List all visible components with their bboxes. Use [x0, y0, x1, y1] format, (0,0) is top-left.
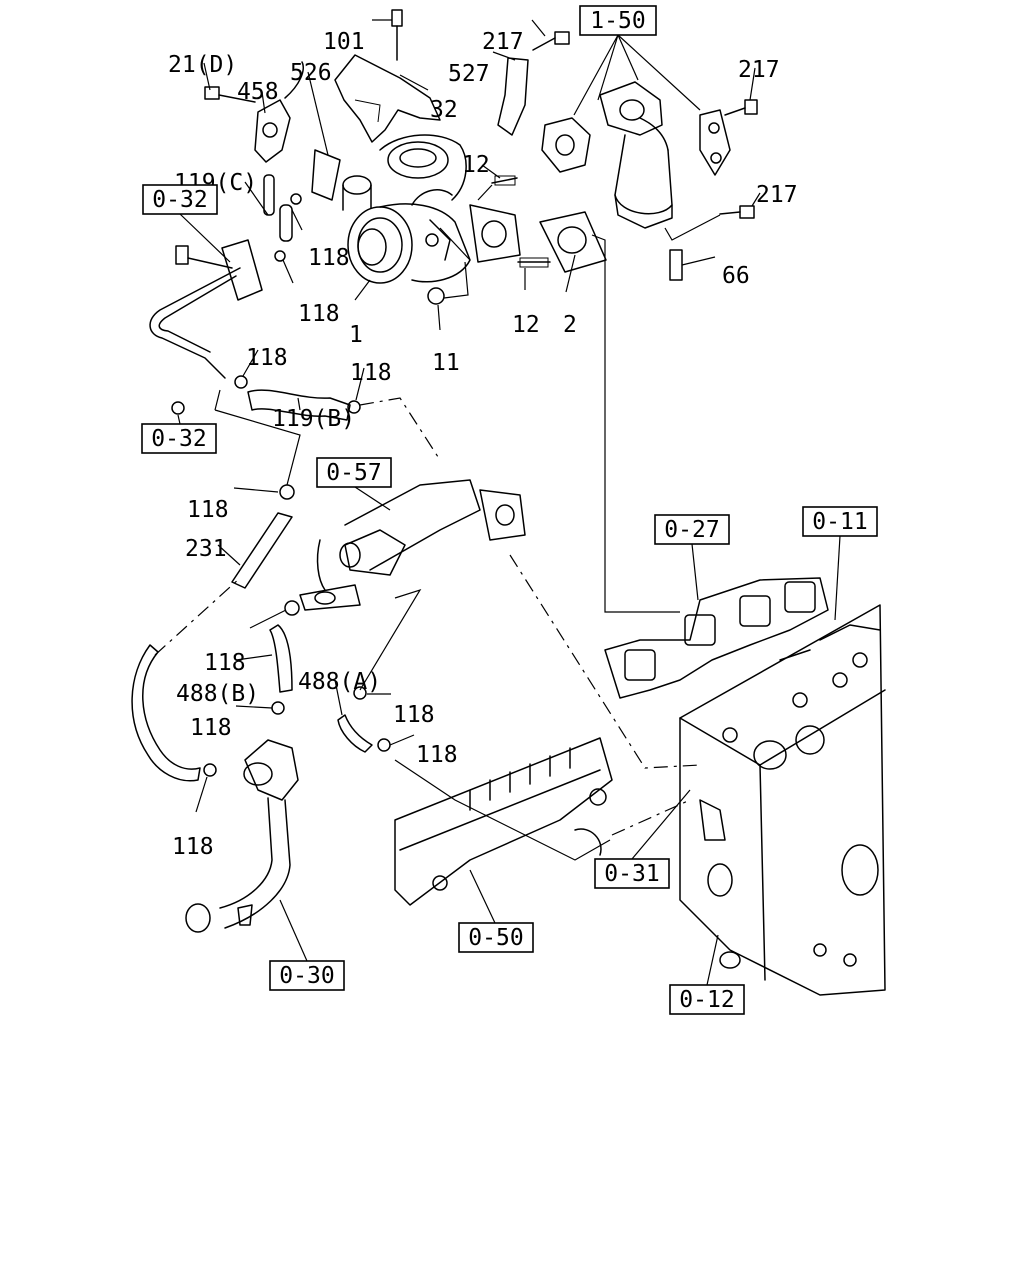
callout-c231: 231	[185, 536, 227, 562]
callout-c118f: 118	[204, 650, 246, 676]
callout-c32: 32	[430, 97, 458, 123]
oil-cooler	[394, 737, 613, 906]
nut-11	[427, 287, 445, 305]
reference-box	[141, 423, 217, 454]
reference-box	[142, 184, 218, 215]
callout-c11: 11	[432, 350, 460, 376]
turbocharger	[342, 134, 521, 284]
callout-c21d: 21(D)	[168, 52, 237, 78]
reference-label: 0-57	[326, 460, 381, 486]
reference-label: 0-31	[604, 861, 659, 887]
reference-label: 0-11	[812, 509, 867, 535]
callout-c12b: 12	[512, 312, 540, 338]
reference-label: 0-32	[152, 187, 207, 213]
gasket-2	[539, 211, 607, 273]
reference-boxes: 1-50 0-32 0-32 0-57 0-27 0-11 0-31 0-50 0-30 0-12	[141, 5, 878, 1015]
callout-c217c: 217	[756, 182, 798, 208]
stud-66	[669, 249, 683, 281]
exhaust-catalyst	[599, 81, 731, 229]
callout-c101: 101	[323, 29, 365, 55]
reference-box	[654, 514, 730, 545]
reference-box	[594, 858, 670, 889]
bracket-527	[497, 57, 529, 136]
reference-box	[669, 984, 745, 1015]
gasket-flange	[541, 117, 591, 173]
reference-r012: 0-12	[669, 984, 745, 1015]
callout-c118a: 118	[308, 245, 350, 271]
reference-r050: 0-50	[458, 922, 534, 953]
reference-label: 0-27	[664, 517, 719, 543]
reference-box	[316, 457, 392, 488]
callout-c2: 2	[563, 312, 577, 338]
bolt-101	[391, 9, 403, 61]
oil-return-pipe	[149, 267, 241, 379]
callout-c526: 526	[290, 60, 332, 86]
reference-box	[458, 922, 534, 953]
hose-488b	[269, 624, 293, 693]
callout-c12a: 12	[462, 152, 490, 178]
reference-r150: 1-50	[579, 5, 657, 36]
reference-label: 0-12	[679, 987, 734, 1013]
callout-c118d: 118	[350, 360, 392, 386]
reference-r032a: 0-32	[142, 184, 218, 215]
callout-c118j: 118	[172, 834, 214, 860]
callout-c118g: 118	[393, 702, 435, 728]
leader-lines	[177, 19, 841, 986]
callout-c217a: 217	[482, 29, 524, 55]
reference-label: 0-30	[279, 963, 334, 989]
callout-c118c: 118	[246, 345, 288, 371]
reference-box	[579, 5, 657, 36]
water-outlet-pipe	[185, 739, 299, 933]
bracket-526	[311, 149, 341, 201]
exhaust-manifold	[604, 577, 829, 699]
reference-r032b: 0-32	[141, 423, 217, 454]
reference-label: 1-50	[590, 8, 645, 34]
bolt-21d	[204, 86, 256, 103]
reference-r030: 0-30	[269, 960, 345, 991]
reference-r011: 0-11	[802, 506, 878, 537]
hose-488a	[337, 714, 373, 753]
hose-119b	[247, 389, 351, 421]
callout-c488a: 488(A)	[298, 669, 381, 695]
reference-box	[802, 506, 878, 537]
heat-shield	[334, 54, 441, 143]
callout-c118e: 118	[187, 497, 229, 523]
reference-box	[269, 960, 345, 991]
callout-c527: 527	[448, 61, 490, 87]
egr-cooler	[299, 479, 526, 611]
callout-c119b: 119(B)	[272, 406, 355, 432]
reference-label: 0-32	[151, 426, 206, 452]
callout-c217b: 217	[738, 57, 780, 83]
reference-r031: 0-31	[594, 858, 670, 889]
callout-c118h: 118	[190, 715, 232, 741]
callout-c66: 66	[722, 263, 750, 289]
reference-r057: 0-57	[316, 457, 392, 488]
callout-c488b: 488(B)	[176, 681, 259, 707]
hose-long	[131, 644, 201, 782]
callout-c1: 1	[349, 322, 363, 348]
callout-c118i: 118	[416, 742, 458, 768]
dashed-connections	[154, 397, 701, 836]
callout-c118b: 118	[298, 301, 340, 327]
hose-231	[231, 512, 293, 589]
reference-label: 0-50	[468, 925, 523, 951]
reference-r027: 0-27	[654, 514, 730, 545]
callout-c458: 458	[237, 79, 279, 105]
engine-block	[679, 604, 886, 996]
bracket-458	[254, 99, 291, 163]
